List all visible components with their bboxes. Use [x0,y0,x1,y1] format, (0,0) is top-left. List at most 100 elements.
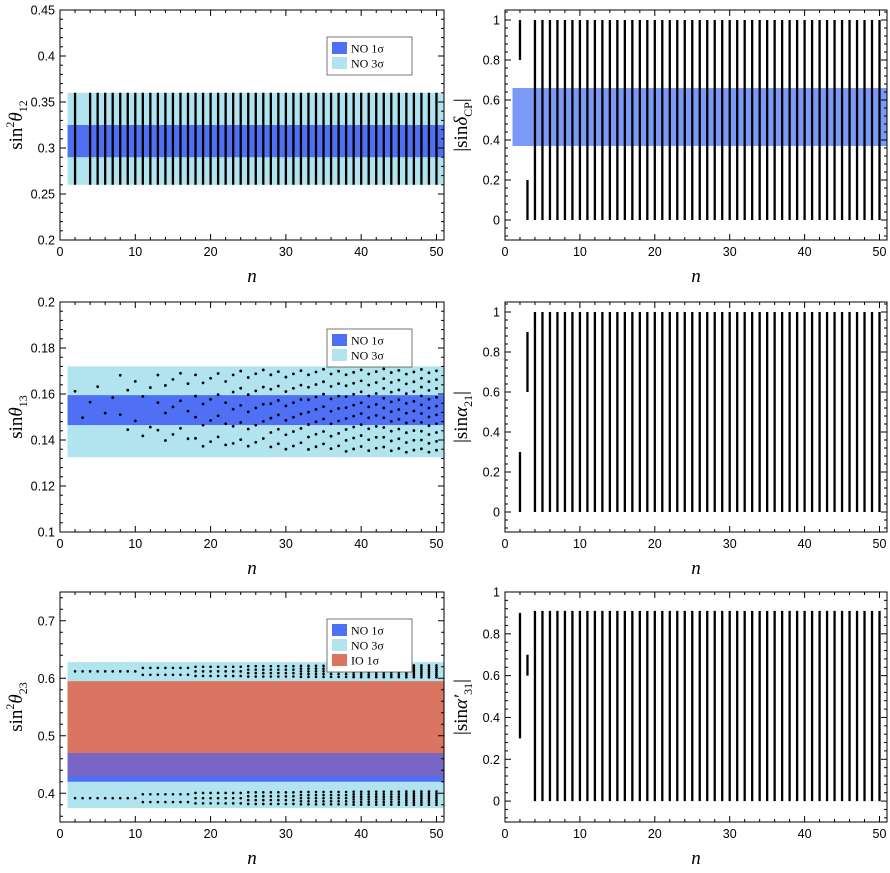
data-point [216,674,220,678]
data-point [420,412,423,415]
data-point [329,434,333,438]
data-point [322,664,325,668]
band-no1 [67,776,444,782]
data-point [427,792,431,796]
data-point [344,793,348,797]
data-point [382,367,386,371]
data-point [194,670,197,673]
data-point [201,791,205,795]
x-tick-label: 0 [57,245,64,259]
data-point [435,675,438,679]
data-marks [518,312,881,512]
data-point [404,441,408,444]
data-point [276,399,280,402]
data-point [284,664,288,668]
data-point [374,370,378,374]
y-tick-label: 0.5 [38,729,55,743]
data-point [224,443,228,447]
data-point [435,439,438,443]
data-point [412,672,416,675]
data-point [352,673,355,677]
data-point [427,389,431,392]
data-point [337,419,340,423]
data-point [141,792,145,796]
data-point [261,668,265,671]
data-point [209,419,212,422]
data-point [179,673,182,677]
data-point [404,450,408,454]
data-point [344,395,348,399]
data-point [359,412,363,416]
data-point [322,405,325,408]
data-point [374,795,378,799]
y-tick-label: 0.4 [483,134,500,148]
x-tick-label: 10 [573,245,587,259]
data-point [412,390,416,393]
data-point [359,434,363,437]
data-point [337,790,340,794]
data-point [254,802,258,806]
plot-frame [504,9,888,241]
data-point [292,664,295,668]
data-point [254,798,258,802]
data-point [337,444,340,448]
data-point [292,415,295,419]
data-point [435,794,438,798]
data-point [314,670,318,673]
x-tick-label: 0 [502,537,509,551]
data-point [420,794,423,798]
plot-frame [59,591,445,823]
data-point [246,668,250,671]
data-point [239,403,243,407]
data-point [329,385,333,388]
data-point [201,381,205,385]
data-marks [73,367,438,454]
data-point [292,671,295,675]
data-point [209,665,212,669]
tick-marks [59,301,444,533]
data-point [322,367,325,371]
data-point [435,803,438,807]
legend-swatch [332,654,347,666]
data-point [269,794,273,798]
data-point [314,432,318,436]
x-tick-label: 30 [279,245,293,259]
data-point [103,796,107,800]
y-tick-label: 0.6 [38,672,55,686]
y-tick-label: 0.6 [483,669,500,683]
data-point [141,666,145,670]
legend-swatch [332,624,347,636]
data-point [405,799,408,802]
data-point [254,791,258,794]
data-point [118,670,122,673]
data-point [420,420,423,424]
data-point [292,798,295,802]
data-point [397,790,401,793]
y-tick-label: 0.35 [31,96,55,110]
data-point [329,397,333,401]
x-tick-label: 10 [128,245,142,259]
data-point [367,416,371,420]
data-point [269,671,273,675]
x-tick-label: 20 [204,245,218,259]
data-point [382,675,386,679]
data-point [81,796,84,800]
x-tick-label: 40 [354,827,368,841]
data-point [314,370,318,374]
data-point [111,396,115,399]
data-point [427,673,431,677]
data-point [194,665,197,669]
data-point [404,411,408,415]
y-tick-label: 0.12 [31,480,55,494]
data-point [164,666,167,670]
data-point [427,799,431,802]
data-point [435,413,438,417]
data-point [352,436,356,440]
data-point [412,668,416,671]
x-tick-label: 50 [873,245,887,259]
data-point [322,793,325,797]
data-point [322,380,325,384]
data-point [329,790,333,794]
